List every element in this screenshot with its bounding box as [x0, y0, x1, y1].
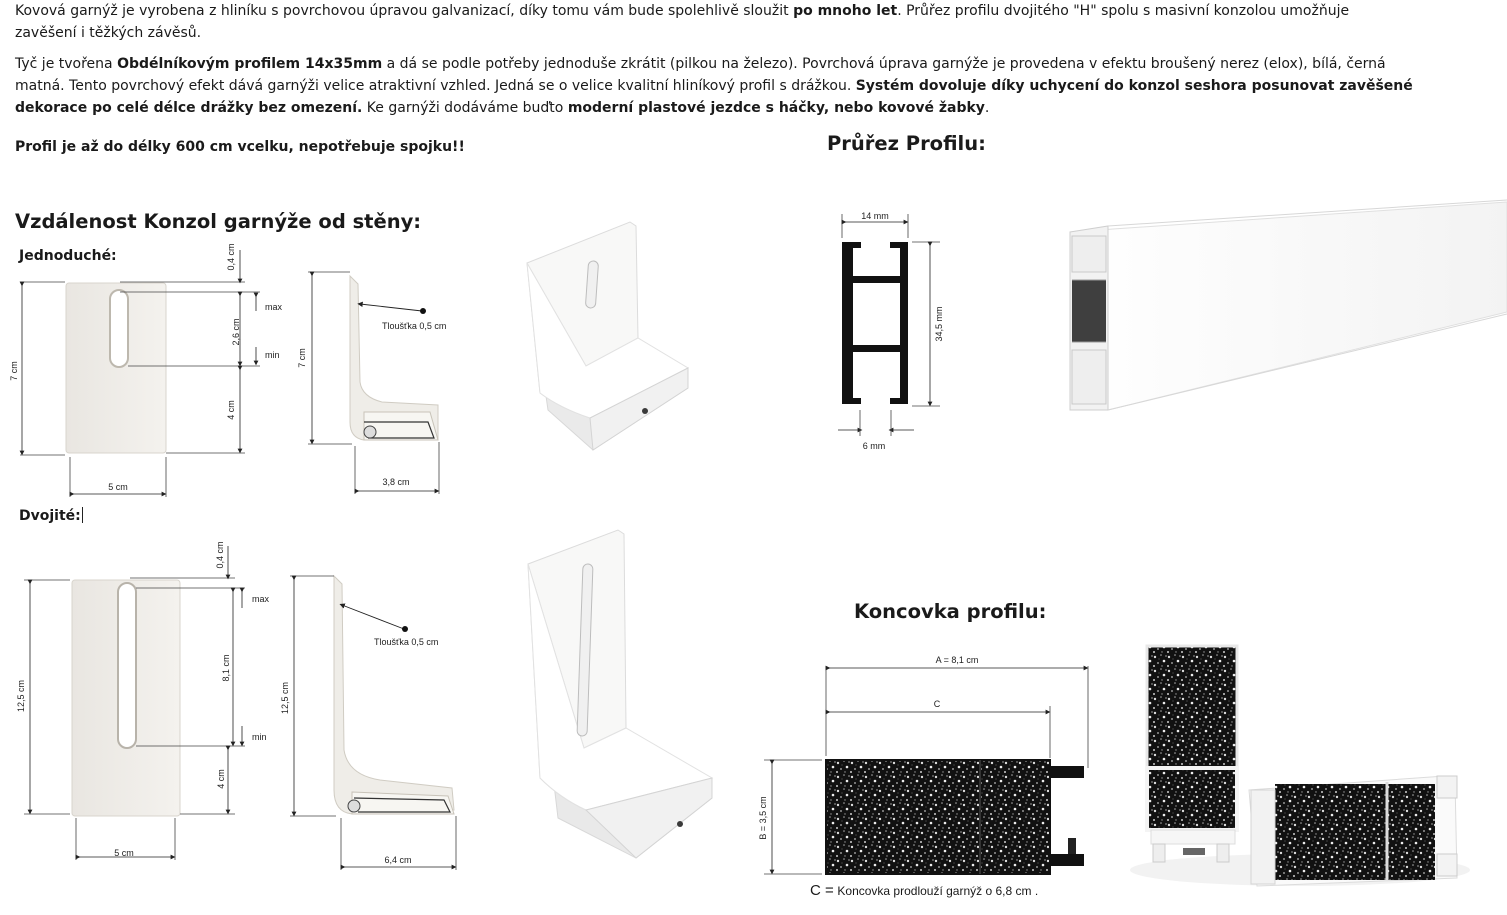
- double-min-label: min: [252, 732, 267, 742]
- profile-cross-section-diagram: 14 mm 34,5 mm 6 mm: [838, 211, 944, 451]
- double-bracket-side-diagram: 12,5 cm Tloušťka 0,5 cm 6,4 cm: [280, 574, 457, 870]
- single-bracket-front-diagram: 7 cm 0,4 cm 2,6 cm 4 cm max min 5 cm: [9, 243, 283, 497]
- intro-paragraph-2: Tyč je tvořena Obdélníkovým profilem 14x…: [15, 53, 1415, 119]
- end-cap-heading: Koncovka profilu:: [854, 600, 1047, 623]
- single-max-label: max: [265, 302, 283, 312]
- profile-height-label: 34,5 mm: [934, 306, 944, 341]
- single-side-height-label: 7 cm: [297, 348, 307, 368]
- text-cursor: [81, 507, 83, 523]
- text-run-6: .: [984, 100, 990, 116]
- single-slot-label: 2,6 cm: [231, 318, 241, 345]
- end-cap-note-letter: C =: [810, 882, 834, 899]
- single-bracket-side-diagram: 7 cm Tloušťka 0,5 cm 3,8 cm: [297, 271, 446, 494]
- double-depth-label: 6,4 cm: [384, 855, 411, 865]
- double-bracket-label: Dvojité:: [19, 507, 83, 524]
- double-slot-label: 8,1 cm: [221, 654, 231, 681]
- profile-width-label: 14 mm: [861, 211, 889, 221]
- end-cap-b-label: B = 3,5 cm: [758, 796, 768, 839]
- double-thickness-label: Tloušťka 0,5 cm: [374, 637, 438, 647]
- single-bottom-label: 4 cm: [226, 400, 236, 420]
- bold-run-5: moderní plastové jezdce s háčky, nebo ko…: [567, 100, 985, 116]
- end-cap-diagram: A = 8,1 cm C B = 3,5 cm: [758, 655, 1089, 875]
- text-run-4: Ke garnýži dodáváme buďto: [362, 100, 568, 116]
- bold-run-1: po mnoho let: [793, 3, 898, 19]
- single-bracket-photo: [526, 221, 690, 451]
- double-bracket-front-diagram: 12,5 cm 0,4 cm 8,1 cm 4 cm max min 5 cm: [16, 541, 270, 860]
- double-max-label: max: [252, 594, 270, 604]
- single-depth-label: 3,8 cm: [382, 477, 409, 487]
- end-cap-a-label: A = 8,1 cm: [936, 655, 979, 665]
- bold-run-3: Systém dovoluje díky uchycení do konzol …: [15, 78, 1413, 116]
- double-bottom-label: 4 cm: [216, 769, 226, 789]
- cross-section-heading: Průřez Profilu:: [827, 132, 986, 155]
- single-bracket-label: Jednoduché:: [19, 248, 117, 264]
- single-width-label: 5 cm: [108, 482, 128, 492]
- double-bracket-photo: [527, 529, 714, 859]
- double-height-label: 12,5 cm: [16, 680, 26, 712]
- single-thickness-label: Tloušťka 0,5 cm: [382, 321, 446, 331]
- bold-run-1: Obdélníkovým profilem 14x35mm: [117, 56, 383, 72]
- text-run-0: Tyč je tvořena: [15, 56, 118, 72]
- end-cap-photo: [1130, 644, 1470, 887]
- double-side-height-label: 12,5 cm: [280, 682, 290, 714]
- double-width-label: 5 cm: [114, 848, 134, 858]
- intro-paragraph-3: Profil je až do délky 600 cm vcelku, nep…: [15, 139, 465, 155]
- profile-groove-label: 6 mm: [863, 441, 886, 451]
- intro-paragraph-1: Kovová garnýž je vyrobena z hliníku s po…: [15, 0, 1415, 44]
- end-cap-note: C = Koncovka prodlouží garnýž o 6,8 cm .: [810, 882, 1038, 899]
- double-top-gap-label: 0,4 cm: [215, 541, 225, 568]
- single-min-label: min: [265, 350, 280, 360]
- single-top-gap-label: 0,4 cm: [226, 243, 236, 270]
- end-cap-c-label: C: [934, 699, 941, 709]
- text-run-2: . Průřez profilu dvojitého "H" spolu s m…: [15, 3, 1350, 41]
- end-cap-note-text: Koncovka prodlouží garnýž o 6,8 cm .: [837, 884, 1039, 898]
- text-run-0: Kovová garnýž je vyrobena z hliníku s po…: [15, 3, 794, 19]
- text-run-2: a dá se podle potřeby jednoduše zkrátit …: [15, 56, 1386, 94]
- single-height-label: 7 cm: [9, 361, 19, 381]
- bracket-distance-heading: Vzdálenost Konzol garnýže od stěny:: [15, 210, 422, 233]
- profile-rail-photo: [1069, 199, 1507, 411]
